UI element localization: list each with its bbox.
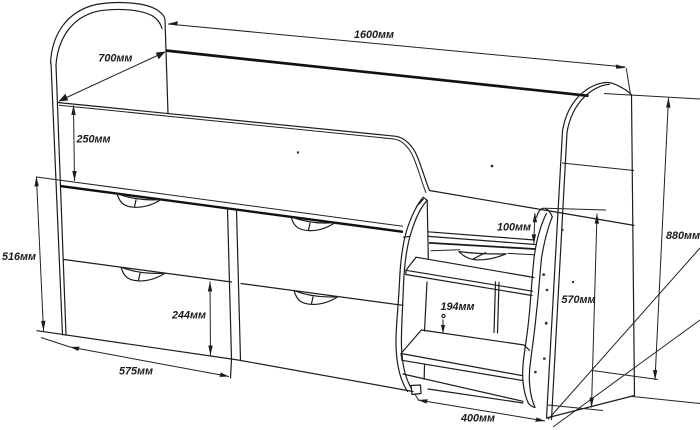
svg-text:1600мм: 1600мм [354,29,394,41]
svg-text:700мм: 700мм [98,53,132,65]
svg-text:400мм: 400мм [460,413,495,425]
svg-text:570мм: 570мм [562,294,596,306]
svg-text:244мм: 244мм [171,309,206,321]
svg-text:250мм: 250мм [76,133,111,145]
svg-text:194мм: 194мм [441,301,475,313]
svg-text:516мм: 516мм [2,251,36,263]
svg-text:880мм: 880мм [666,230,700,242]
svg-text:100мм: 100мм [497,222,531,234]
svg-text:575мм: 575мм [119,366,153,378]
